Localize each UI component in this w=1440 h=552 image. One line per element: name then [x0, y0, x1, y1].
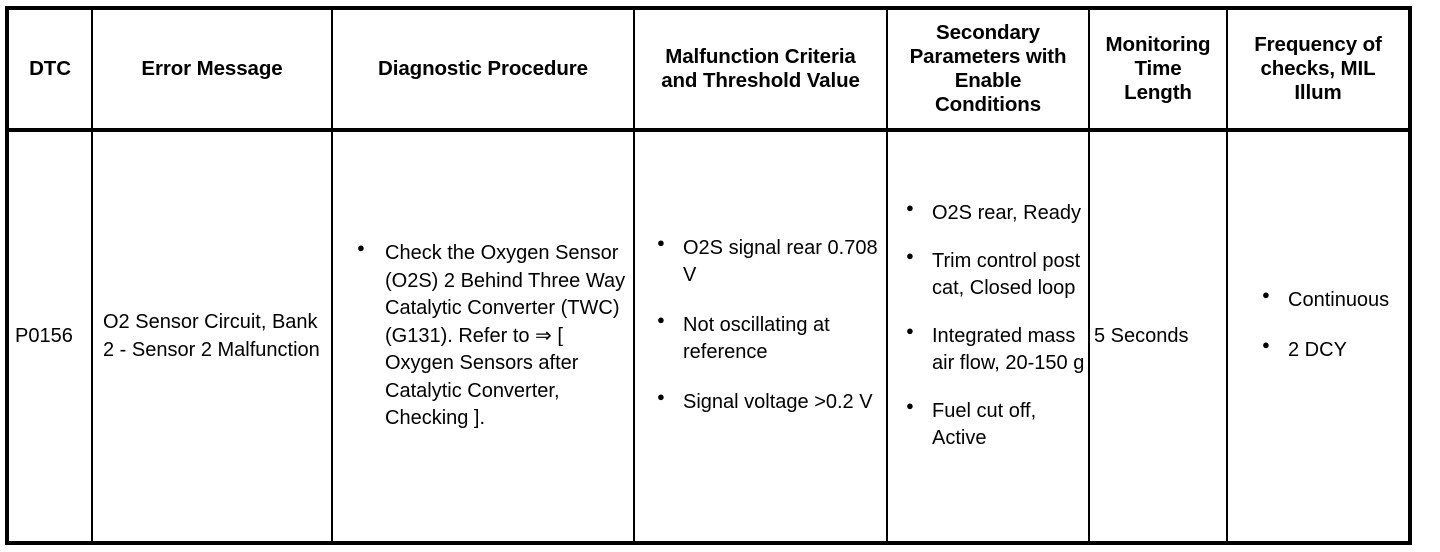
- bullet-item: Integrated mass air flow, 20-150 g: [904, 322, 1088, 378]
- diagnostic-procedure-list: Check the Oxygen Sensor (O2S) 2 Behind T…: [333, 239, 633, 433]
- bullet-item: Continuous: [1260, 286, 1408, 315]
- table-row: P0156 O2 Sensor Circuit, Bank 2 - Sensor…: [6, 130, 1411, 543]
- column-header-diagnostic-procedure-label: Diagnostic Procedure: [378, 56, 588, 80]
- column-header-error-message: Error Message: [91, 8, 333, 132]
- dtc-table: DTC Error Message Diagnostic Procedure M…: [5, 6, 1412, 545]
- column-header-monitoring-time-length-line3: Length: [1124, 81, 1192, 105]
- column-header-dtc-label: DTC: [29, 56, 71, 80]
- error-message-text: O2 Sensor Circuit, Bank 2 - Sensor 2 Mal…: [103, 310, 320, 361]
- bullet-item: 2 DCY: [1260, 336, 1408, 365]
- frequency-of-checks-list: Continuous 2 DCY: [1228, 286, 1408, 365]
- bullet-item: Not oscillating at reference: [655, 311, 886, 367]
- column-header-error-message-label: Error Message: [141, 56, 283, 80]
- bullet-item: Trim control post cat, Closed loop: [904, 247, 1088, 303]
- table-body: P0156 O2 Sensor Circuit, Bank 2 - Sensor…: [6, 130, 1411, 543]
- column-header-secondary-parameters-line1: Secondary: [936, 20, 1040, 44]
- column-header-dtc: DTC: [6, 8, 93, 132]
- cell-frequency-of-checks: Continuous 2 DCY: [1226, 130, 1411, 543]
- column-header-frequency-of-checks-line1: Frequency of: [1254, 32, 1382, 56]
- table-header: DTC Error Message Diagnostic Procedure M…: [6, 8, 1411, 132]
- cell-error-message: O2 Sensor Circuit, Bank 2 - Sensor 2 Mal…: [91, 130, 333, 543]
- column-header-diagnostic-procedure: Diagnostic Procedure: [331, 8, 635, 132]
- column-header-frequency-of-checks-line2: checks, MIL: [1260, 56, 1376, 80]
- bullet-item: Signal voltage >0.2 V: [655, 388, 886, 417]
- column-header-frequency-of-checks-line3: Illum: [1294, 81, 1342, 105]
- bullet-item: O2S signal rear 0.708 V: [655, 234, 886, 290]
- bullet-item: Fuel cut off, Active: [904, 397, 1088, 453]
- column-header-malfunction-criteria-line1: Malfunction Criteria: [665, 44, 856, 68]
- monitoring-time-length-value: 5 Seconds: [1094, 324, 1189, 347]
- cell-secondary-parameters: O2S rear, ReadyTrim control post cat, Cl…: [886, 130, 1090, 543]
- bullet-item: O2S rear, Ready: [904, 199, 1088, 228]
- column-header-monitoring-time-length-line2: Time: [1134, 56, 1182, 80]
- column-header-secondary-parameters-line3: Enable: [954, 69, 1022, 92]
- cell-dtc: P0156: [6, 130, 93, 543]
- header-row: DTC Error Message Diagnostic Procedure M…: [6, 8, 1411, 132]
- cell-monitoring-time-length: 5 Seconds: [1088, 130, 1228, 543]
- cell-malfunction-criteria: O2S signal rear 0.708 V Not oscillating a…: [633, 130, 888, 543]
- column-header-secondary-parameters-line4: Conditions: [934, 93, 1042, 117]
- column-header-frequency-of-checks: Frequency of checks, MIL Illum: [1226, 8, 1411, 132]
- column-header-secondary-parameters-line2: Parameters with: [909, 44, 1067, 68]
- malfunction-criteria-list: O2S signal rear 0.708 V Not oscillating a…: [635, 234, 886, 417]
- dtc-code: P0156: [15, 324, 73, 347]
- column-header-malfunction-criteria-line2: and Threshold Value: [661, 69, 860, 92]
- secondary-parameters-list: O2S rear, ReadyTrim control post cat, Cl…: [888, 199, 1088, 453]
- column-header-monitoring-time-length-line1: Monitoring: [1105, 32, 1211, 56]
- bullet-item: Check the Oxygen Sensor (O2S) 2 Behind T…: [355, 239, 633, 433]
- cell-diagnostic-procedure: Check the Oxygen Sensor (O2S) 2 Behind T…: [331, 130, 635, 543]
- column-header-secondary-parameters: Secondary Parameters with Enable Conditi…: [886, 8, 1090, 132]
- column-header-monitoring-time-length: Monitoring Time Length: [1088, 8, 1228, 132]
- column-header-malfunction-criteria: Malfunction Criteria and Threshold Value: [633, 8, 888, 132]
